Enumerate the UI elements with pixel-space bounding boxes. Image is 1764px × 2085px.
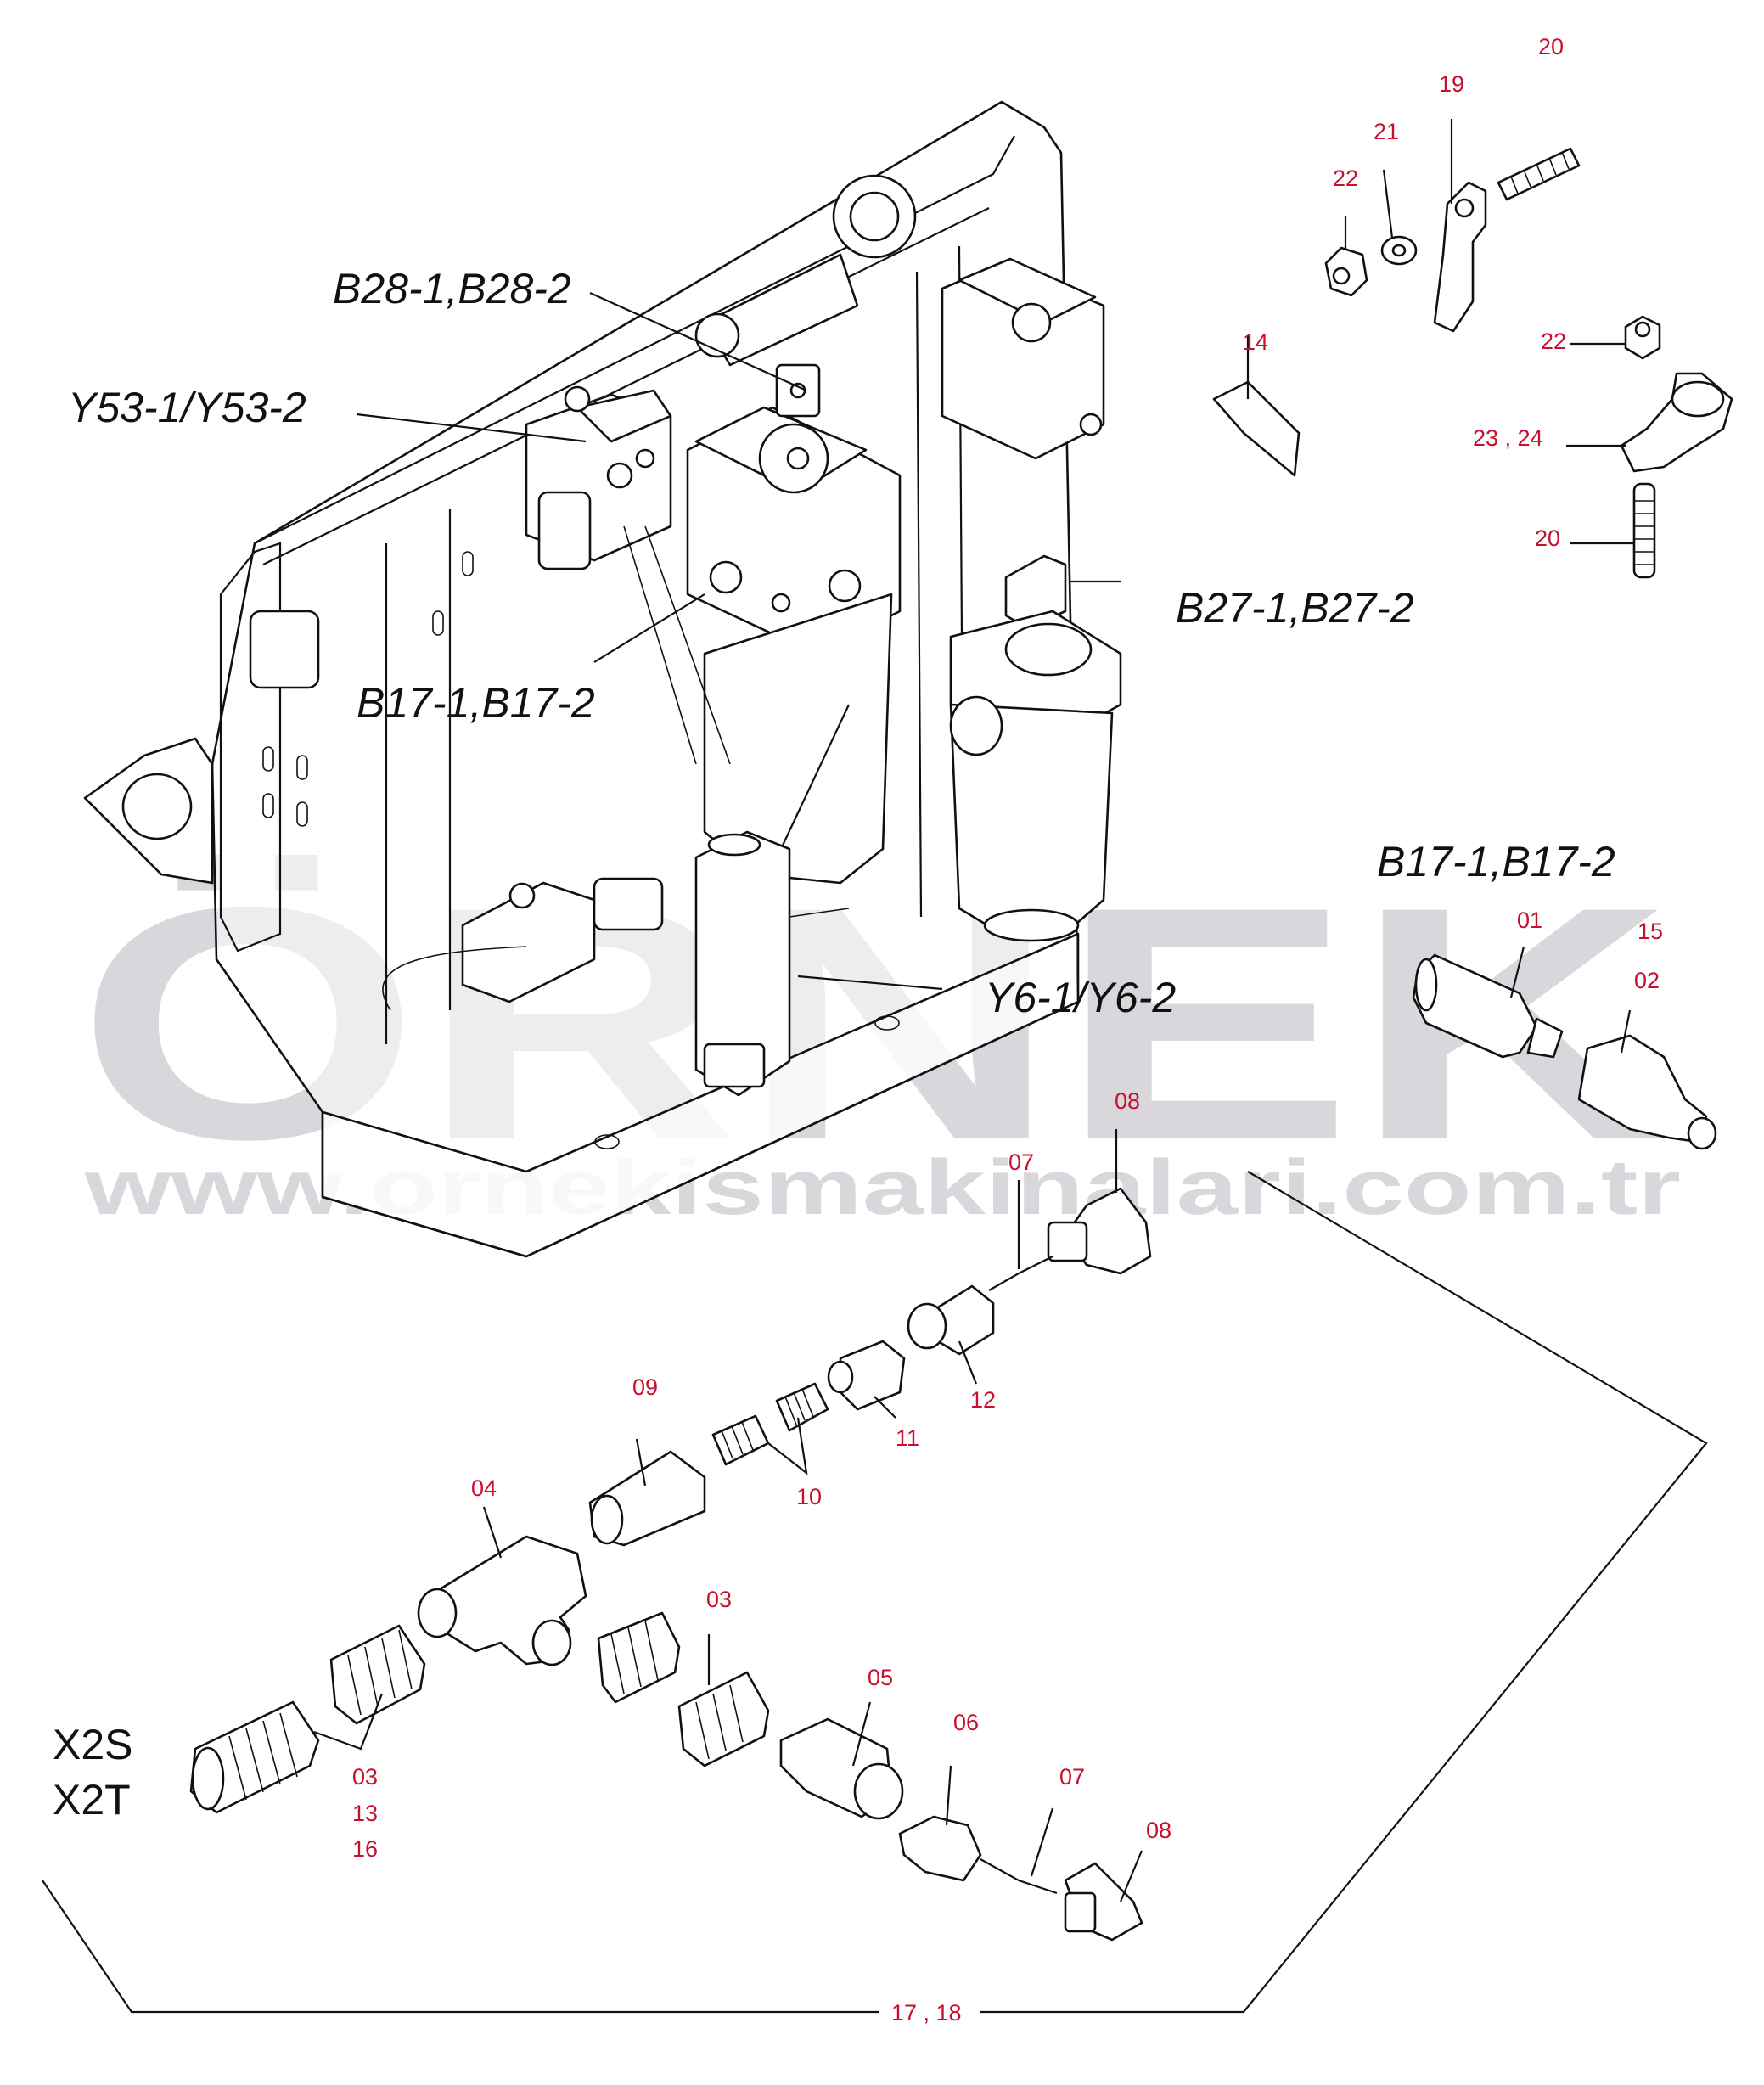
ref-05: 05: [868, 1665, 893, 1690]
ref-12: 12: [970, 1387, 996, 1413]
ref-15: 15: [1638, 919, 1663, 944]
label-x2t: X2T: [53, 1776, 131, 1824]
label-b28: B28-1,B28-2: [333, 265, 571, 312]
ref-20-top: 20: [1538, 34, 1564, 59]
ref-06: 06: [953, 1710, 979, 1735]
ref-02: 02: [1634, 968, 1660, 993]
ref-21: 21: [1374, 119, 1399, 144]
label-b17-detail: B17-1,B17-2: [1377, 838, 1615, 885]
pressure-sensor-detail: [1412, 946, 1717, 1150]
ref-20-bottom: 20: [1535, 525, 1560, 551]
connector-chain-lower: [189, 1611, 1143, 1942]
ref-04: 04: [471, 1475, 497, 1501]
clamp-hardware: [1212, 119, 1733, 579]
ref-08-bottom: 08: [1146, 1818, 1171, 1843]
label-b17-main: B17-1,B17-2: [357, 679, 595, 727]
ref-10: 10: [796, 1484, 822, 1509]
assembly-labels: B28-1,B28-2 Y53-1/Y53-2 B27-1,B27-2 B17-…: [53, 265, 1615, 1824]
ref-22-mid: 22: [1541, 329, 1566, 354]
ref-07-bottom: 07: [1059, 1764, 1085, 1790]
label-y53: Y53-1/Y53-2: [68, 384, 306, 431]
ref-03-mid: 03: [706, 1587, 732, 1612]
group-bracket-17-18: [42, 1171, 1708, 2014]
ref-23-24: 23 , 24: [1473, 425, 1543, 451]
ref-11: 11: [896, 1425, 919, 1451]
ref-07-top: 07: [1008, 1149, 1034, 1175]
hydraulic-bracket-assembly: [83, 100, 1122, 1258]
ref-03-left: 03: [352, 1764, 378, 1790]
ref-13: 13: [352, 1801, 378, 1826]
ref-17-18: 17 , 18: [891, 2000, 962, 2026]
ref-19: 19: [1439, 71, 1464, 97]
label-x2s: X2S: [53, 1721, 133, 1768]
label-y6: Y6-1/Y6-2: [985, 974, 1176, 1021]
part-reference-numbers: 20 19 21 22 14 22 23 , 24 20 01 15 02 08…: [352, 34, 1663, 2026]
label-leaders: [356, 291, 1121, 991]
ref-22-top: 22: [1333, 166, 1358, 191]
ref-01: 01: [1517, 908, 1542, 933]
ref-08-top: 08: [1115, 1088, 1140, 1114]
ref-16: 16: [352, 1836, 378, 1862]
ref-09: 09: [632, 1374, 658, 1400]
ref-14: 14: [1243, 329, 1268, 355]
label-b27: B27-1,B27-2: [1176, 584, 1414, 632]
connector-chain-upper: [417, 1129, 1152, 1666]
